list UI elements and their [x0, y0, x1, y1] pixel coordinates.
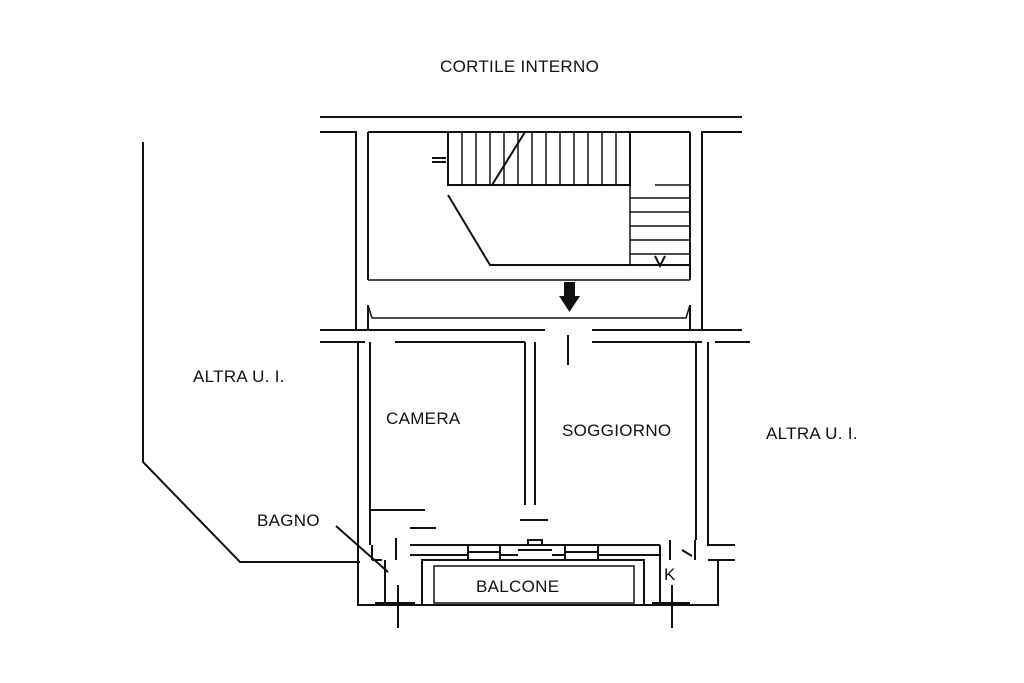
kitchen-wall: [659, 540, 696, 605]
bathroom-label: BAGNO: [257, 511, 320, 530]
other-unit-left-boundary: [142, 142, 360, 563]
living-room-label: SOGGIORNO: [562, 421, 672, 440]
staircase-direction-arrow: [654, 255, 666, 269]
window-2: [564, 545, 599, 560]
other-unit-left-label: ALTRA U. I.: [193, 367, 285, 386]
apartment-west-wall: [357, 342, 372, 606]
staircase-break-mark: [432, 157, 446, 163]
staircase-steps: [461, 132, 690, 265]
apartment-south-wall: [410, 544, 660, 556]
bathroom-wall: [370, 509, 436, 529]
courtyard-label: CORTILE INTERNO: [440, 57, 600, 76]
balcony-inner: [433, 565, 635, 604]
balcony-label: BALCONE: [476, 577, 560, 596]
bedroom-label: CAMERA: [386, 409, 461, 428]
apartment-north-wall-right: [592, 329, 750, 343]
bedroom-living-partition: [524, 342, 536, 505]
balcony-door-mid: [518, 539, 552, 551]
kitchen-label: K: [664, 565, 676, 584]
landing-outline: [367, 279, 691, 319]
stairwell-wall-left: [320, 131, 357, 331]
other-unit-right-label: ALTRA U. I.: [766, 424, 858, 443]
window-1: [467, 545, 501, 560]
bathroom-small-wall: [371, 545, 386, 605]
bathroom-leader-line: [335, 525, 389, 573]
arrow-down-icon: [559, 282, 580, 312]
bathroom-window: [375, 585, 415, 628]
kitchen-small-wall: [681, 549, 693, 557]
staircase-cut-line: [491, 131, 526, 186]
kitchen-window: [652, 585, 690, 628]
apartment-north-wall-left: [320, 329, 545, 343]
apartment-east-wall: [682, 342, 735, 606]
stairwell-wall-right: [701, 131, 742, 331]
